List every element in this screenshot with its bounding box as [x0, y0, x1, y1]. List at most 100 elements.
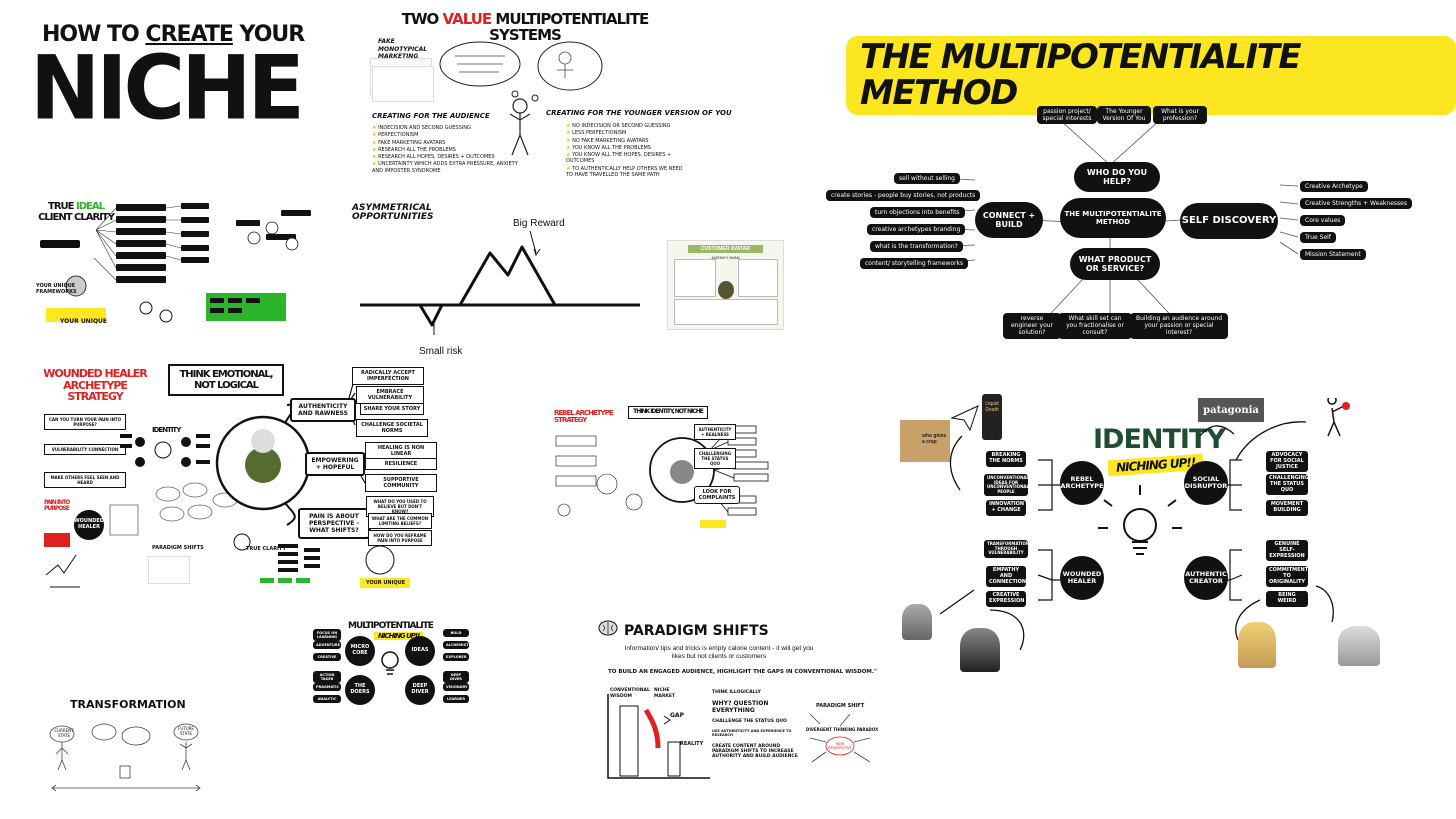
paradigm-bullet: WHY? QUESTION EVERYTHING: [712, 700, 769, 714]
audience-heading: CREATING FOR THE AUDIENCE: [372, 112, 490, 120]
multi-small-title: MULTIPOTENTIALITE: [348, 621, 434, 631]
wounded-branch-3: PAIN IS ABOUT PERSPECTIVE - WHAT SHIFTS?: [298, 508, 370, 539]
true-clarity-mini: TRUE CLARITY: [246, 546, 286, 552]
multi-node: DEEP DIVER: [405, 675, 435, 705]
identity-connectors: [1037, 459, 1243, 601]
multi-left-chip: ADVENTURE: [313, 641, 341, 650]
identity-social-chip: CHALLENGING THE STATUS QUO: [1266, 474, 1309, 496]
ideal-tag: YOUR UNIQUE: [60, 318, 108, 325]
method-top-chip: passion project/ special interests: [1037, 106, 1097, 125]
paradigm-bullet: THINK ILLOGICALLY: [712, 690, 761, 695]
multi-node: THE DOERS: [345, 675, 375, 705]
paper-plane-icon: [950, 405, 979, 432]
wounded-mindmap-lines: [215, 376, 374, 538]
wounded-sketch-cluster: [155, 482, 238, 522]
paradigm-right-bubble: NEW PERSPECTIVE: [828, 742, 852, 751]
ideal-title-c: CLIENT CLARITY: [38, 211, 115, 223]
identity-node-creator: AUTHENTIC CREATOR: [1184, 556, 1228, 600]
paradigm-mini-thumb: [148, 556, 190, 584]
method-left-chip: create stories - people buy stories, not…: [826, 190, 981, 202]
identity-social-chip: ADVOCACY FOR SOCIAL JUSTICE: [1266, 451, 1308, 473]
multi-right-chip: DEEP DIVER: [443, 671, 469, 684]
unique-mini: YOUR UNIQUE: [366, 580, 406, 586]
paradigm-shift-right-sub: DIVERGENT THINKING PARADOX: [806, 727, 879, 732]
two-value-title: TWO VALUE MULTIPOTENTIALITE SYSTEMS: [400, 10, 650, 44]
what-product-node: WHAT PRODUCT OR SERVICE?: [1070, 248, 1160, 280]
multi-small-sub: NICHING UP!!: [374, 632, 424, 640]
audience-item: PERFECTIONISM: [372, 132, 522, 138]
wounded-step: CAN YOU TURN YOUR PAIN INTO PURPOSE?: [44, 414, 126, 430]
transformation-right: FUTURE STATE: [178, 726, 194, 736]
paradigm-chart: [607, 694, 710, 779]
multi-left-chip: CREATIVE: [313, 653, 341, 662]
wounded-leaf: SHARE YOUR STORY: [360, 403, 424, 415]
multi-node: MICRO CORE: [345, 636, 375, 666]
customer-avatar-card: CUSTOMER AVATAR AGENCY AVAN: [667, 240, 784, 330]
avatar-card-title: CUSTOMER AVATAR: [688, 245, 763, 253]
younger-list: NO INDECISION OR SECOND GUESSING LESS PE…: [566, 122, 686, 179]
wounded-leaf: EMBRACE VULNERABILITY: [356, 386, 424, 404]
identity-arrows: [939, 421, 1334, 651]
audience-item: FAKE MARKETING AVATARS: [372, 140, 522, 146]
identity-rebel-chip: INNOVATION + CHANGE: [986, 500, 1026, 516]
big-reward-label: Big Reward: [513, 218, 565, 229]
two-value-title-b: VALUE: [442, 10, 493, 28]
multi-right-chip: VISIONARY: [443, 683, 469, 692]
can-text-a: Liquid: [985, 401, 999, 407]
identity-creator-chip: GENUINE SELF-EXPRESSION: [1266, 540, 1308, 562]
who-do-you-help-node: WHO DO YOU HELP?: [1074, 162, 1160, 192]
niche-line1-b: CREATE: [145, 22, 233, 47]
multi-right-chip: ALCHEMIST: [443, 641, 469, 650]
audience-list: INDECISION AND SECOND GUESSING PERFECTIO…: [372, 124, 522, 175]
two-value-title-line2: SYSTEMS: [489, 25, 562, 44]
wounded-step: MAKE OTHERS FEEL SEEN AND HEARD: [44, 472, 126, 488]
method-left-chip: creative archetypes branding: [867, 224, 966, 236]
paradigm-reality: REALITY: [680, 741, 704, 747]
identity-mini-label: IDENTITY: [152, 426, 181, 434]
wounded-mini-art: [44, 504, 139, 588]
method-top-chip: What is your profession?: [1153, 106, 1207, 125]
person-photo-1: [902, 604, 932, 640]
method-right-chip: Creative Archetype: [1300, 181, 1368, 193]
paradigm-niche: NICHE MARKET: [654, 688, 676, 699]
wounded-leaf: HOW DO YOU REFRAME PAIN INTO PURPOSE: [368, 530, 432, 546]
method-bottom-chip: Building an audience around your passion…: [1130, 313, 1228, 339]
connect-build-node: CONNECT + BUILD: [975, 202, 1043, 238]
wounded-leaf: SUPPORTIVE COMMUNITY: [365, 474, 437, 492]
wounded-leaf: RADICALLY ACCEPT IMPERFECTION: [352, 367, 424, 385]
method-left-chip: turn objections into benefits: [870, 207, 965, 219]
self-discovery-node: SELF DISCOVERY: [1180, 203, 1278, 239]
patagonia-text: patagonia: [1203, 404, 1259, 416]
method-right-chip: Core values: [1300, 215, 1346, 227]
transformation-sketch: [49, 723, 201, 792]
paradigm-shift-right-title: PARADIGM SHIFT: [816, 703, 865, 709]
brain-icon: [598, 620, 618, 636]
rebel-mindmap: [555, 425, 769, 528]
multi-right-chip: LEARNER: [443, 695, 469, 704]
younger-item: NO FAKE MARKETING AVATARS: [566, 138, 686, 144]
wounded-step: VULNERABILITY CONNECTION: [44, 444, 126, 455]
identity-creator-chip: BEING WEIRD: [1266, 591, 1308, 607]
identity-healer-chip: EMPATHY AND CONNECTION: [986, 566, 1026, 588]
paradigm-gap: GAP: [670, 712, 684, 719]
wounded-title: WOUNDED HEALER ARCHETYPE STRATEGY: [43, 367, 147, 404]
multi-right-chip: BOLD: [443, 629, 469, 638]
multi-left-chip: ANALYTIC: [313, 695, 341, 704]
method-left-chip: sell without selling: [894, 173, 960, 185]
younger-heading: CREATING FOR THE YOUNGER VERSION OF YOU: [546, 109, 732, 117]
two-value-title-c: MULTIPOTENTIALITE: [491, 10, 649, 28]
rebel-look-complaints: LOOK FOR COMPLAINTS: [694, 486, 740, 504]
identity-creator-chip: COMMITMENT TO ORIGINALITY: [1266, 566, 1308, 588]
multi-left-chip: PRAGMATIC: [313, 683, 341, 692]
method-center-node: THE MULTIPOTENTIALITE METHOD: [1060, 198, 1166, 238]
person-photo-3: [1238, 622, 1276, 668]
wounded-bottom-cluster: [233, 533, 410, 588]
transformation-left: CURRENT STATE: [54, 728, 74, 738]
niche-heading: HOW TO CREATE YOUR: [42, 22, 305, 47]
wounded-leaf: WHAT ARE THE COMMON LIMITING BELIEFS?: [368, 513, 432, 529]
rebel-title: REBEL ARCHETYPE STRATEGY: [554, 409, 614, 425]
paradigm-bullet: CHALLENGE THE STATUS QUO: [712, 719, 787, 724]
thought-bubbles: [439, 41, 603, 156]
paradigm-bullet: CREATE CONTENT AROUND PARADIGM SHIFTS TO…: [712, 744, 798, 759]
